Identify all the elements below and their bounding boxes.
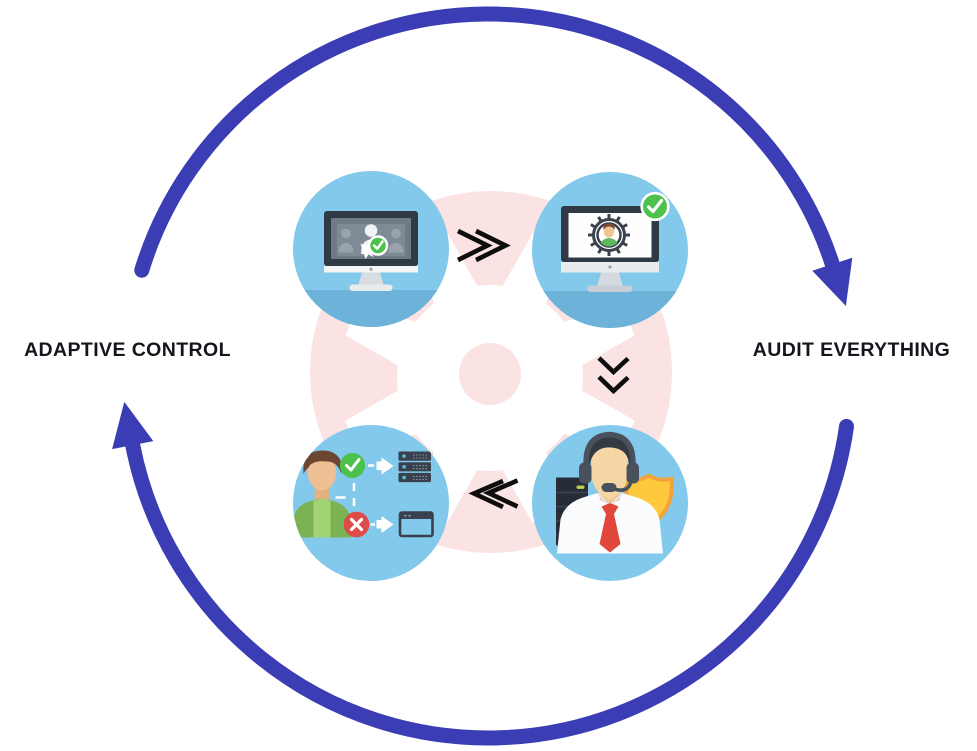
gear-avatar-glyph: [588, 214, 630, 256]
support-agent-shield-icon: [556, 431, 674, 554]
gear-hole: [459, 343, 521, 405]
agent-figure: [557, 431, 663, 554]
app-window-icon: [398, 511, 434, 538]
cycle-arrow: [112, 6, 854, 746]
hair: [303, 450, 342, 474]
microphone: [601, 483, 617, 492]
chevron-down-icon: [597, 356, 630, 395]
adaptive-control-label: ADAPTIVE CONTROL: [24, 339, 231, 361]
check-badge-small-icon: [367, 235, 389, 256]
node-user-permissions-mapping: [293, 425, 449, 581]
cursor-icon: [360, 243, 377, 259]
chevron-left-icon: [468, 478, 519, 510]
hair: [588, 436, 631, 468]
node-support-agent-security: [532, 425, 688, 581]
user-silhouettes: [338, 228, 404, 253]
tie-icon: [599, 503, 621, 553]
server-stack-icon: [398, 451, 431, 483]
flow-chevrons: [456, 228, 630, 510]
face: [591, 441, 628, 500]
allow-check-icon: [339, 452, 366, 479]
label-pill-audit-everything: AUDIT EVERYTHING: [728, 320, 975, 381]
headset-icon: [579, 431, 639, 492]
dashed-connectors: [335, 464, 375, 526]
label-pill-adaptive-control: ADAPTIVE CONTROL: [8, 320, 247, 381]
audit-everything-label: AUDIT EVERYTHING: [752, 339, 951, 361]
cycle-arc-top: [134, 6, 840, 278]
arrowhead-right-icon: [812, 257, 853, 306]
chevron-right-icon: [456, 228, 511, 263]
monitor-stand: [358, 272, 384, 286]
cycle-arc-bottom: [125, 418, 854, 746]
user-allow-deny-icon: [293, 450, 434, 538]
user-avatar: [293, 450, 352, 538]
arrowhead-left-icon: [112, 401, 154, 450]
monitor-stand: [597, 272, 623, 287]
